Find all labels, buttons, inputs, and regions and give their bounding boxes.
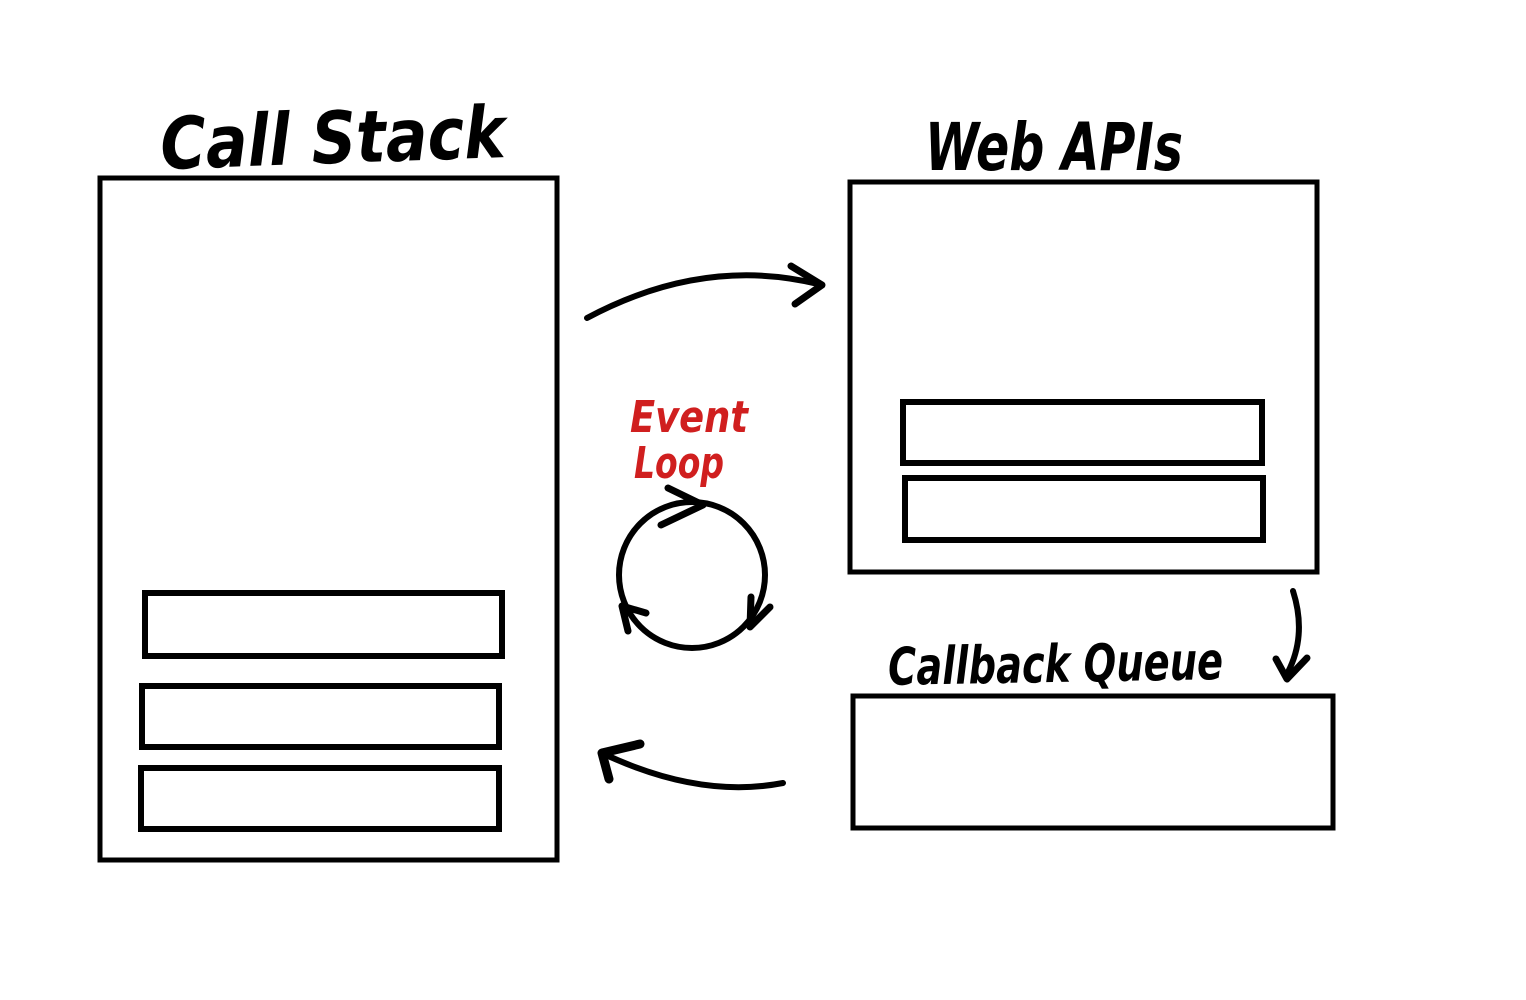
web-apis-title: Web APIs: [925, 109, 1183, 186]
stack-frame-2: [139, 683, 502, 750]
arrow-callstack-to-webapis: [584, 272, 821, 321]
arrow-callbackqueue-to-callstack: [601, 751, 786, 791]
arrow-callbackqueue-to-callstack-head: [597, 739, 645, 784]
web-api-task-1: [900, 399, 1265, 466]
web-apis-box: [847, 179, 1320, 575]
call-stack-box: [97, 175, 560, 863]
event-loop-arrowhead-bottom-right: [746, 593, 774, 631]
stack-frame-1: [142, 590, 505, 659]
arrow-callstack-to-webapis-head: [787, 262, 826, 308]
event-loop-arrowhead-bottom-left: [618, 602, 650, 635]
callback-queue-title: Callback Queue: [888, 632, 1224, 698]
web-api-task-2: [902, 475, 1266, 543]
event-loop-circle: [616, 499, 768, 651]
event-loop-label-line2: Loop: [634, 438, 724, 489]
arrow-webapis-to-callbackqueue: [1285, 588, 1302, 675]
event-loop-arrowhead-top: [657, 484, 707, 529]
arrow-webapis-to-callbackqueue-head: [1272, 654, 1311, 683]
stack-frame-3: [138, 765, 502, 832]
call-stack-title: Call Stack: [159, 90, 510, 186]
callback-queue-box: [850, 693, 1336, 831]
event-loop-label-line1: Event: [630, 392, 750, 443]
